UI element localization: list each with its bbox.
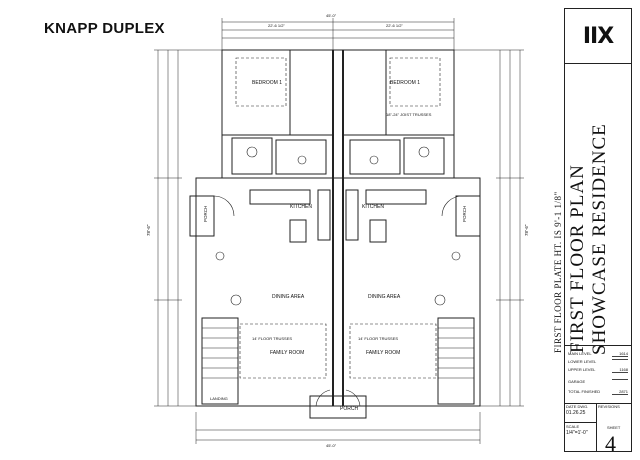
scale-label: SCALE (566, 424, 580, 429)
floor-plan-drawing (154, 18, 524, 444)
main-floor-wall (195, 177, 481, 407)
date-cell: DATE DWG. 01.26.25 (565, 403, 597, 423)
kitchen-left-label: KITCHEN (290, 204, 312, 210)
tray-right-label: 14' FLOOR TRUSSES (358, 336, 399, 341)
area-table: MAIN LEVEL 1614 LOWER LEVEL UPPER LEVEL 11… (565, 345, 631, 404)
family-right-label: FAMILY ROOM (366, 350, 401, 356)
scale-value: 1/4"=1'-0" (566, 430, 588, 436)
revisions-label: REVISIONS (598, 404, 620, 409)
area-upper-label: UPPER LEVEL (568, 367, 596, 372)
plate-height-note: FIRST FLOOR PLATE HT. IS 9'-1 1/8" (553, 191, 563, 353)
title-block: IIX FIRST FLOOR PLAN SHOWCASE RESIDENCE … (553, 8, 632, 456)
dining-left-label: DINING AREA (272, 294, 305, 300)
dim-overall-bottom: 45'-0" (326, 443, 337, 448)
sheet-number: 4 (605, 431, 616, 456)
area-garage-value (612, 379, 628, 380)
title-block-info: DATE DWG. 01.26.25 REVISIONS SCALE 1/4"=… (565, 403, 631, 456)
sheet-title-line2: SHOWCASE RESIDENCE (589, 123, 610, 355)
dim-overall-top: 45'-0" (326, 13, 337, 18)
area-garage-label: GARAGE (568, 379, 586, 384)
sheet-title-line1: FIRST FLOOR PLAN (567, 164, 588, 353)
area-total-label: TOTAL FINISHED (568, 389, 601, 394)
dim-half-right: 22'-6 1/2" (386, 23, 403, 28)
area-lower-label: LOWER LEVEL (568, 359, 597, 364)
area-total-value: 2871 (612, 389, 628, 395)
title-block-titles: FIRST FLOOR PLAN SHOWCASE RESIDENCE FIRS… (553, 63, 631, 355)
date-value: 01.26.25 (566, 410, 586, 416)
dining-right-label: DINING AREA (368, 294, 401, 300)
bedroom-left-label: BEDROOM 1 (252, 80, 283, 86)
dim-overall-right: 78'-6" (524, 224, 529, 236)
bedroom-right-label: BEDROOM 1 (390, 80, 421, 86)
dim-half-left: 22'-6 1/2" (268, 23, 285, 28)
firm-logo: IIX (565, 9, 631, 64)
porch-left-label: PORCH (203, 205, 208, 222)
scale-cell: SCALE 1/4"=1'-0" (565, 423, 597, 451)
sheet-label: SHEET (607, 425, 621, 430)
porch-right-label: PORCH (462, 205, 467, 222)
area-main-label: MAIN LEVEL (568, 351, 592, 356)
area-main-value: 1614 (612, 351, 628, 357)
tray-left-label: 14' FLOOR TRUSSES (252, 336, 293, 341)
kitchen-right-label: KITCHEN (362, 204, 384, 210)
landing-label: LANDING (210, 396, 228, 401)
family-left-label: FAMILY ROOM (270, 350, 305, 356)
area-upper-value: 1168 (612, 367, 628, 373)
trusses-top-label: 18"-24" JOIST TRUSSES (386, 112, 432, 117)
dim-overall-left: 78'-6" (146, 224, 151, 236)
area-lower-value (612, 359, 628, 360)
sheet-title: KNAPP DUPLEX (44, 20, 165, 37)
porch-bottom-label: PORCH (340, 406, 359, 412)
revisions-cell: REVISIONS (597, 403, 631, 451)
date-label: DATE DWG. (566, 404, 589, 409)
